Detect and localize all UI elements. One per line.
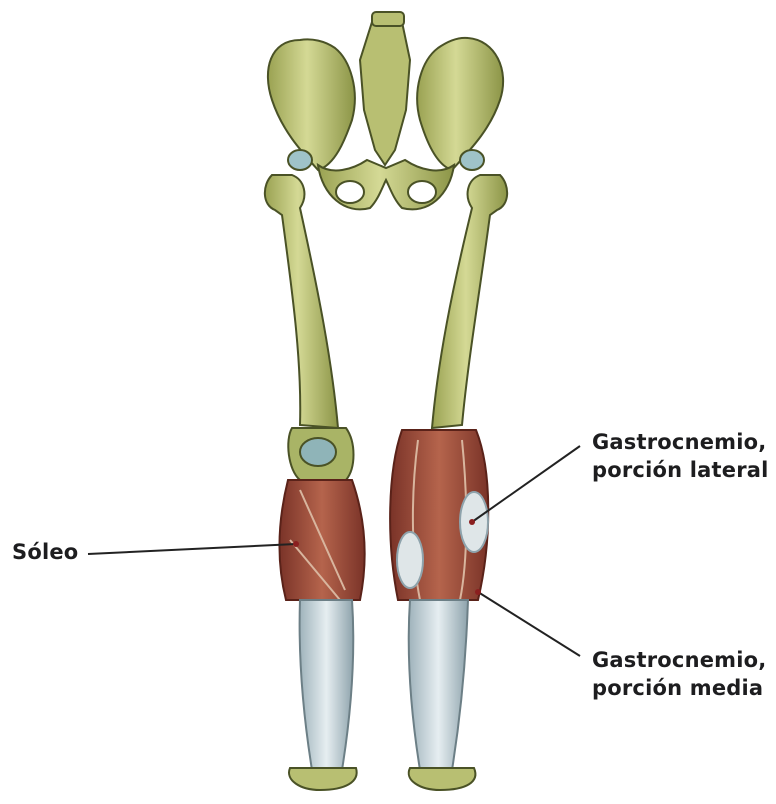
pelvis xyxy=(268,12,503,209)
leader-soleo xyxy=(88,544,296,554)
right-iliac-wing xyxy=(417,38,503,170)
label-gastrocnemio-media: Gastrocnemio, porción media xyxy=(592,646,766,702)
leader-gastro-media xyxy=(478,592,580,656)
femurs xyxy=(265,175,507,428)
right-femur xyxy=(432,175,507,428)
right-lower-leg xyxy=(390,430,488,790)
left-femur xyxy=(265,175,338,428)
left-lower-leg xyxy=(279,428,364,790)
right-foot xyxy=(409,768,476,790)
left-achilles-tendon xyxy=(300,600,354,770)
label-gastro-lateral-line2: porción lateral xyxy=(592,456,769,484)
label-gastrocnemio-lateral: Gastrocnemio, porción lateral xyxy=(592,428,769,484)
label-gastro-media-line1: Gastrocnemio, xyxy=(592,646,766,674)
right-achilles-tendon xyxy=(409,600,468,770)
label-gastro-lateral-line1: Gastrocnemio, xyxy=(592,428,769,456)
sacrum xyxy=(360,22,410,165)
left-iliac-wing xyxy=(268,39,355,170)
label-gastro-media-line2: porción media xyxy=(592,674,766,702)
label-soleo: Sóleo xyxy=(12,538,78,566)
label-soleo-text: Sóleo xyxy=(12,538,78,566)
left-foot xyxy=(289,768,357,790)
gastrocnemius-medial-head xyxy=(397,532,423,588)
